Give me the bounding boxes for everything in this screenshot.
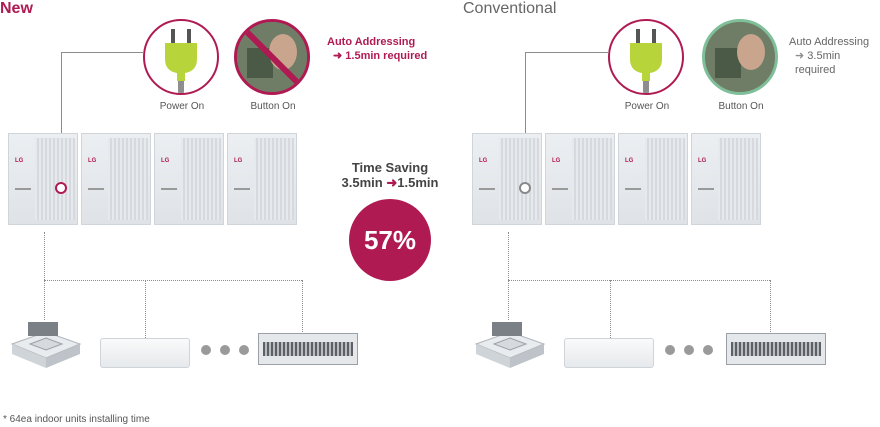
ellipsis-dot <box>703 345 713 355</box>
outdoor-unit: LG <box>227 133 297 225</box>
pipe <box>508 232 509 280</box>
arrow-right-icon: ➜ <box>795 50 805 62</box>
ellipsis-dot <box>201 345 211 355</box>
pipe <box>44 280 45 320</box>
outdoor-unit: LG <box>545 133 615 225</box>
outdoor-unit: LG <box>472 133 542 225</box>
pipe <box>770 280 771 332</box>
outdoor-unit: LG <box>691 133 761 225</box>
pipe <box>508 280 509 320</box>
power-connector-h <box>525 52 609 53</box>
cassette-indoor-unit <box>10 322 82 368</box>
addressing-button-marker <box>55 182 67 194</box>
power-connector-v <box>525 52 526 186</box>
arrow-right-icon: ➜ <box>386 175 398 190</box>
conventional-title: Conventional <box>463 0 557 17</box>
new-title: New <box>0 0 33 17</box>
ellipsis-dot <box>220 345 230 355</box>
auto-addressing-label: Auto Addressing <box>789 36 870 48</box>
plug-icon <box>608 19 684 95</box>
required-time: 1.5min required <box>345 50 428 62</box>
addressing-button-marker <box>519 182 531 194</box>
outdoor-unit: LG <box>618 133 688 225</box>
duct-indoor-unit <box>258 333 358 365</box>
auto-addressing-note: Auto Addressing ➜ 3.5min required <box>789 35 880 77</box>
outdoor-unit: LG <box>8 133 78 225</box>
wall-indoor-unit <box>100 338 190 368</box>
time-saving-label: Time Saving <box>351 160 429 175</box>
pipe <box>44 232 45 280</box>
plug-icon <box>143 19 219 95</box>
time-saving: Time Saving 3.5min ➜1.5min <box>332 160 448 191</box>
ellipsis-dot <box>239 345 249 355</box>
wall-indoor-unit <box>564 338 654 368</box>
time-from: 3.5min <box>341 175 383 190</box>
button-on-caption: Button On <box>250 101 296 112</box>
pipe <box>508 280 770 281</box>
no-button-icon <box>234 19 310 95</box>
outdoor-unit: LG <box>81 133 151 225</box>
percent-badge: 57% <box>349 199 431 281</box>
arrow-right-icon: ➜ <box>333 50 343 62</box>
pipe <box>44 280 302 281</box>
ellipsis-dot <box>665 345 675 355</box>
power-connector-h <box>61 52 144 53</box>
power-on-caption: Power On <box>624 101 670 112</box>
cassette-indoor-unit <box>474 322 546 368</box>
power-on-caption: Power On <box>159 101 205 112</box>
power-connector-v <box>61 52 62 186</box>
auto-addressing-label: Auto Addressing <box>327 36 416 48</box>
pipe <box>610 280 611 340</box>
pipe <box>302 280 303 332</box>
footnote: * 64ea indoor units installing time <box>3 414 150 425</box>
duct-indoor-unit <box>726 333 826 365</box>
button-on-caption: Button On <box>718 101 764 112</box>
button-press-icon <box>702 19 778 95</box>
required-time: 3.5min required <box>795 50 841 76</box>
time-to: 1.5min <box>397 175 439 190</box>
auto-addressing-note: Auto Addressing ➜ 1.5min required <box>327 35 427 63</box>
ellipsis-dot <box>684 345 694 355</box>
pipe <box>145 280 146 340</box>
outdoor-unit: LG <box>154 133 224 225</box>
